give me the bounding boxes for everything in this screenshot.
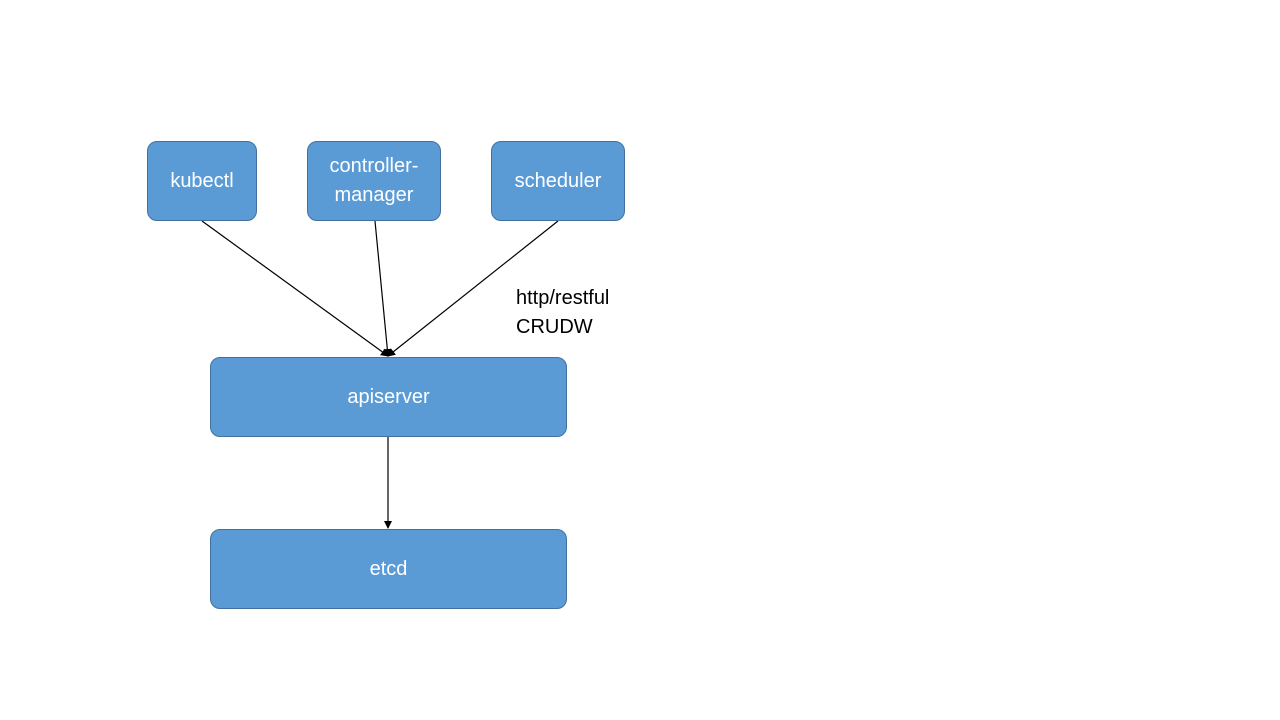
protocol-annotation: http/restful CRUDW bbox=[516, 284, 609, 342]
edge-scheduler-to-apiserver bbox=[387, 220, 559, 357]
apiserver-node: apiserver bbox=[210, 357, 567, 437]
etcd-label: etcd bbox=[369, 557, 408, 580]
edge-kubectl-to-apiserver bbox=[201, 220, 389, 357]
controller-manager-label: controller- manager bbox=[329, 155, 419, 206]
protocol-annotation-line-1: http/restful bbox=[516, 287, 610, 309]
protocol-annotation-line-2: CRUDW bbox=[516, 316, 593, 338]
edge-controller-manager-to-apiserver bbox=[374, 220, 392, 357]
apiserver-label: apiserver bbox=[347, 385, 430, 408]
controller-manager-node: controller- manager bbox=[307, 141, 441, 221]
scheduler-label: scheduler bbox=[514, 169, 602, 192]
kubectl-label: kubectl bbox=[170, 169, 234, 192]
scheduler-node: scheduler bbox=[491, 141, 625, 221]
kubectl-node: kubectl bbox=[147, 141, 257, 221]
etcd-node: etcd bbox=[210, 529, 567, 609]
